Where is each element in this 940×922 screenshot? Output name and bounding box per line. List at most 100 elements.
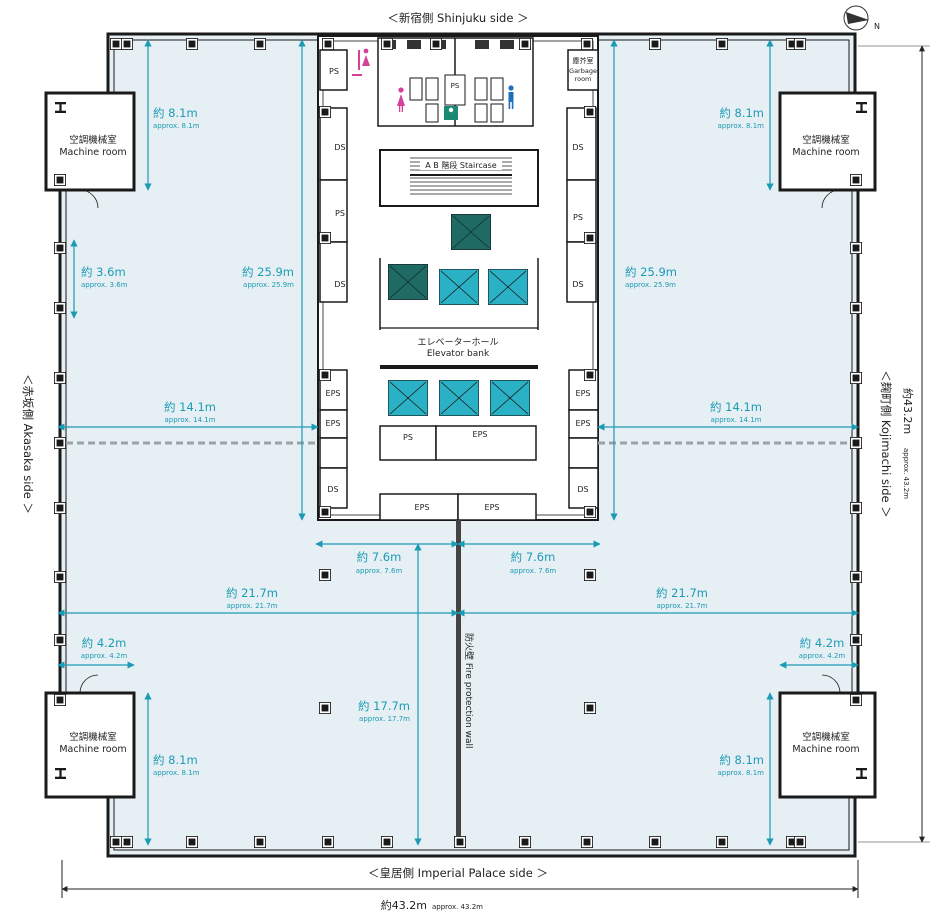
female-restroom-icon — [397, 87, 405, 112]
machine-room-bottom-left: 空調機械室 Machine room — [44, 674, 136, 799]
dim-sublabel: approx. 8.1m — [717, 122, 764, 130]
elevator-hall-label-en: Elevator bank — [427, 349, 490, 359]
elevator-shaft — [439, 380, 479, 416]
female-restroom-icon — [362, 48, 370, 66]
structural-column — [322, 836, 334, 848]
ds-label: DS — [334, 143, 345, 152]
structural-column — [850, 571, 862, 583]
dim-label: 約 8.1m — [153, 753, 198, 767]
ds-label: DS — [327, 485, 338, 494]
structural-column — [54, 302, 66, 314]
compass-north-icon: N — [843, 5, 880, 31]
dim-label: 約 25.9m — [242, 265, 294, 279]
wall-pictogram-icon — [352, 50, 362, 76]
structural-column — [850, 302, 862, 314]
eps-label: EPS — [576, 389, 591, 398]
structural-column — [794, 38, 806, 50]
elevator-shaft — [388, 264, 428, 300]
dim-sublabel: approx. 14.1m — [165, 416, 216, 424]
dim-sublabel: approx. 7.6m — [510, 567, 557, 575]
compass-north-label: N — [874, 22, 880, 31]
structural-column — [381, 38, 393, 50]
structural-column — [850, 634, 862, 646]
structural-column — [581, 38, 593, 50]
eps-label: EPS — [576, 419, 591, 428]
structural-column — [519, 38, 531, 50]
machine-room-label-jp: 空調機械室 — [802, 134, 850, 146]
dim-label: 約 8.1m — [719, 106, 764, 120]
structural-column — [121, 38, 133, 50]
structural-column — [54, 571, 66, 583]
machine-room-top-right: 空調機械室 Machine room — [778, 91, 877, 209]
machine-room-label-en: Machine room — [59, 147, 126, 158]
structural-column — [121, 836, 133, 848]
structural-column — [649, 38, 661, 50]
machine-room-label-jp: 空調機械室 — [69, 134, 117, 146]
overall-width-label: 約43.2m — [381, 898, 427, 912]
male-restroom-icon — [508, 85, 514, 109]
dim-label: 約 7.6m — [357, 550, 402, 564]
dim-sublabel: approx. 25.9m — [243, 281, 294, 289]
overall-width-sublabel: approx. 43.2m — [432, 903, 483, 911]
ds-label: DS — [572, 143, 583, 152]
ps-label: PS — [573, 213, 583, 222]
structural-column — [850, 502, 862, 514]
accessible-restroom-icon — [444, 106, 458, 120]
dimension-labels: 約 8.1m approx. 8.1m 約 3.6m approx. 3.6m … — [81, 106, 915, 912]
overall-depth-sublabel: approx. 43.2m — [902, 448, 910, 499]
garbage-room-label-en2: room — [575, 75, 592, 83]
fire-wall-label: 防火壁 Fire protection wall — [463, 633, 475, 749]
side-label-bottom: ＜皇居側 Imperial Palace side ＞ — [368, 866, 548, 880]
structural-column — [584, 232, 596, 244]
ps-label: PS — [451, 82, 460, 90]
dim-sublabel: approx. 8.1m — [717, 769, 764, 777]
structural-column — [319, 506, 331, 518]
fire-protection-wall: 防火壁 Fire protection wall — [456, 520, 475, 838]
machine-room-label-jp: 空調機械室 — [69, 731, 117, 743]
elevator-shaft — [490, 380, 530, 416]
ds-label: DS — [572, 280, 583, 289]
staircase-label: A B 階段 Staircase — [425, 160, 497, 170]
dim-sublabel: approx. 14.1m — [711, 416, 762, 424]
structural-column — [54, 372, 66, 384]
structural-column — [581, 836, 593, 848]
structural-column — [319, 702, 331, 714]
structural-column — [850, 694, 862, 706]
ds-label: DS — [577, 485, 588, 494]
dim-sublabel: approx. 7.6m — [356, 567, 403, 575]
dim-sublabel: approx. 17.7m — [359, 715, 410, 723]
dim-label: 約 8.1m — [719, 753, 764, 767]
building-core: PS PS — [317, 35, 599, 521]
eps-label: EPS — [415, 503, 430, 512]
structural-column — [850, 174, 862, 186]
dim-sublabel: approx. 25.9m — [625, 281, 676, 289]
dim-sublabel: approx. 8.1m — [153, 769, 200, 777]
structural-column — [794, 836, 806, 848]
structural-column — [322, 38, 334, 50]
dim-label: 約 4.2m — [800, 636, 845, 650]
structural-column — [430, 38, 442, 50]
dim-sublabel: approx. 3.6m — [81, 281, 128, 289]
structural-column — [584, 106, 596, 118]
structural-column — [319, 232, 331, 244]
structural-column — [716, 38, 728, 50]
structural-column — [381, 836, 393, 848]
eps-label: EPS — [485, 503, 500, 512]
ps-label: PS — [329, 67, 339, 76]
structural-column — [254, 836, 266, 848]
machine-room-label-en: Machine room — [792, 744, 859, 755]
structural-column — [54, 634, 66, 646]
structural-column — [254, 38, 266, 50]
ds-label: DS — [334, 280, 345, 289]
structural-column — [186, 38, 198, 50]
structural-column — [649, 836, 661, 848]
dim-label: 約 21.7m — [226, 586, 278, 600]
garbage-room-label-jp: 塵芥室 — [573, 56, 594, 65]
structural-column — [319, 369, 331, 381]
eps-label: EPS — [473, 430, 488, 439]
eps-label: EPS — [326, 419, 341, 428]
structural-column — [716, 836, 728, 848]
structural-column — [54, 437, 66, 449]
dim-label: 約 25.9m — [625, 265, 677, 279]
